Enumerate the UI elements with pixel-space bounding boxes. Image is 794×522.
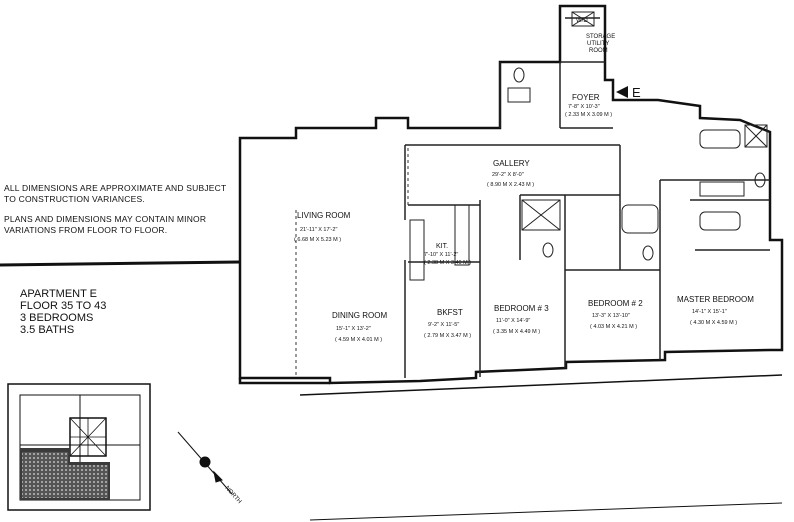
kitchen-dim-ft: 7'-10" X 11'-2" [424, 252, 458, 258]
disclaimer-note-1: ALL DIMENSIONS ARE APPROXIMATE AND SUBJE… [4, 183, 227, 204]
storage-label: STORAGE [586, 34, 615, 40]
dining-dim-ft: 15'-1" X 13'-2" [336, 326, 371, 332]
dining-name: DINING ROOM [332, 311, 387, 320]
kitchen-counter-2 [409, 219, 425, 281]
master-dim-m: ( 4.30 M X 4.59 M ) [690, 320, 737, 326]
kitchen-name: KIT. [436, 243, 448, 250]
north-label: NORTH [224, 485, 243, 505]
slab-line [299, 374, 783, 396]
bkfst-name: BKFST [437, 308, 463, 317]
wd-label: W/D [576, 18, 588, 24]
gallery-name: GALLERY [493, 159, 530, 168]
kitchen-dim-m: ( 2.38 M X 3.40 M ) [424, 260, 471, 266]
bkfst-dim-m: ( 2.79 M X 3.47 M ) [424, 333, 471, 339]
living-dim-ft: 21'-11" X 17'-2" [300, 227, 337, 233]
apartment-baths: 3.5 BATHS [20, 324, 75, 336]
kitchen-counter [454, 204, 470, 266]
living-name: LIVING ROOM [297, 211, 351, 220]
interior-walls [404, 17, 770, 378]
apartment-name: APARTMENT E [20, 288, 98, 300]
gallery-dim-m: ( 8.90 M X 2.43 M ) [487, 182, 534, 188]
exterior-walls [238, 4, 784, 385]
disclaimer-note-2: PLANS AND DIMENSIONS MAY CONTAIN MINOR V… [4, 214, 207, 235]
bed2-name: BEDROOM # 2 [588, 299, 643, 308]
dining-dim-m: ( 4.59 M X 4.01 M ) [335, 337, 382, 343]
foyer-dim-m: ( 2.33 M X 3.09 M ) [565, 112, 612, 118]
master-name: MASTER BEDROOM [677, 295, 754, 304]
foyer-dim-ft: 7'-8" X 10'-3" [568, 104, 600, 110]
bed3-name: BEDROOM # 3 [494, 304, 549, 313]
gallery-dim-ft: 29'-2" X 8'-0" [492, 172, 524, 178]
living-dim-m: ( 6.68 M X 5.23 M ) [294, 237, 341, 243]
apartment-bedrooms: 3 BEDROOMS [20, 312, 94, 324]
bed2-dim-m: ( 4.03 M X 4.21 M ) [590, 324, 637, 330]
bed3-dim-m: ( 3.35 M X 4.49 M ) [493, 329, 540, 335]
bath-fixtures [507, 11, 768, 261]
foyer-name: FOYER [572, 93, 600, 102]
apartment-floor: FLOOR 35 TO 43 [20, 300, 107, 312]
unit-marker-label: E [632, 85, 641, 100]
lower-line [309, 502, 783, 521]
unit-marker-arrow [616, 86, 628, 98]
room-labels: W/D STORAGE UTILITY ROOM FOYER 7'-8" X 1… [294, 18, 754, 343]
north-arrow-icon [177, 431, 233, 495]
bed2-dim-ft: 13'-3" X 13'-10" [592, 313, 630, 319]
master-dim-ft: 14'-1" X 15'-1" [692, 309, 727, 315]
utility-label: UTILITY [587, 41, 609, 47]
apartment-info: APARTMENT E FLOOR 35 TO 43 3 BEDROOMS 3.… [20, 288, 106, 336]
bed3-dim-ft: 11'-0" X 14'-9" [496, 318, 530, 324]
separator-line [0, 260, 241, 267]
room-label: ROOM [589, 48, 608, 54]
bkfst-dim-ft: 9'-2" X 11'-5" [428, 322, 459, 328]
